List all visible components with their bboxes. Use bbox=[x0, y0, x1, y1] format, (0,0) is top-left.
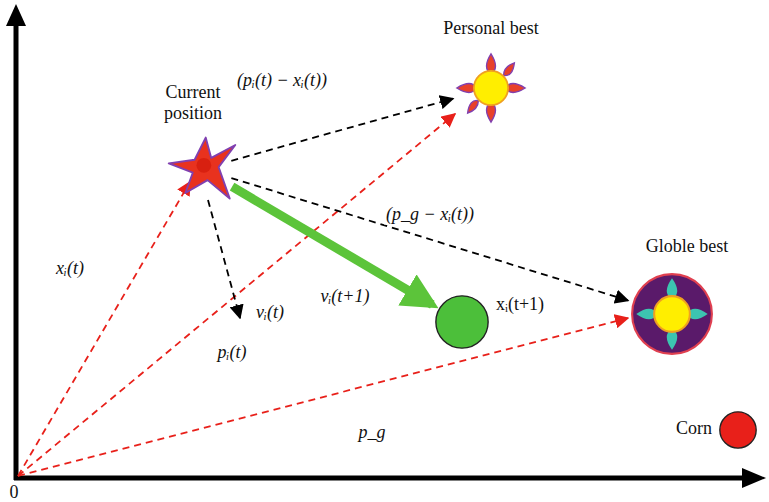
edge-label: (pᵢ(t) − xᵢ(t)) bbox=[235, 70, 329, 91]
x-axis bbox=[14, 476, 745, 481]
new-position: xᵢ(t+1) bbox=[434, 294, 490, 350]
y-axis-head bbox=[6, 4, 26, 26]
global-flower-figure bbox=[630, 272, 714, 356]
flower-figure bbox=[455, 52, 527, 124]
x-axis-head bbox=[742, 468, 766, 488]
position-vector bbox=[18, 182, 190, 476]
edge-label: (p_g − xᵢ(t)) bbox=[384, 204, 476, 225]
bird-figure bbox=[165, 132, 239, 206]
node-label: xᵢ(t+1) bbox=[496, 294, 586, 315]
position-label: xᵢ(t) bbox=[54, 258, 86, 279]
personal-best-vector-label: pᵢ(t) bbox=[216, 342, 249, 363]
global-best-vector bbox=[18, 318, 628, 476]
node-label: Globle best bbox=[622, 236, 752, 257]
new-position-circle bbox=[434, 294, 490, 350]
edge-label: vᵢ(t+1) bbox=[319, 286, 372, 307]
corn-target: Corn bbox=[718, 410, 758, 450]
particle-bird: Current position bbox=[165, 132, 239, 206]
velocity-vector bbox=[208, 200, 240, 318]
global-best-vector-label: p_g bbox=[357, 422, 388, 443]
node-label: Personal best bbox=[425, 18, 557, 39]
origin-label: 0 bbox=[8, 482, 21, 502]
personal-best-vector bbox=[18, 114, 455, 476]
personal-best-flower: Personal best bbox=[455, 52, 527, 124]
global-best-flower: Globle best bbox=[630, 272, 714, 356]
node-label: Corn bbox=[656, 418, 712, 439]
corn-circle bbox=[718, 410, 758, 450]
y-axis bbox=[14, 22, 19, 480]
attraction-personal bbox=[231, 99, 453, 161]
attraction-global bbox=[231, 178, 628, 300]
node-label: Current position bbox=[143, 82, 243, 123]
velocity-label: vᵢ(t) bbox=[254, 302, 286, 323]
